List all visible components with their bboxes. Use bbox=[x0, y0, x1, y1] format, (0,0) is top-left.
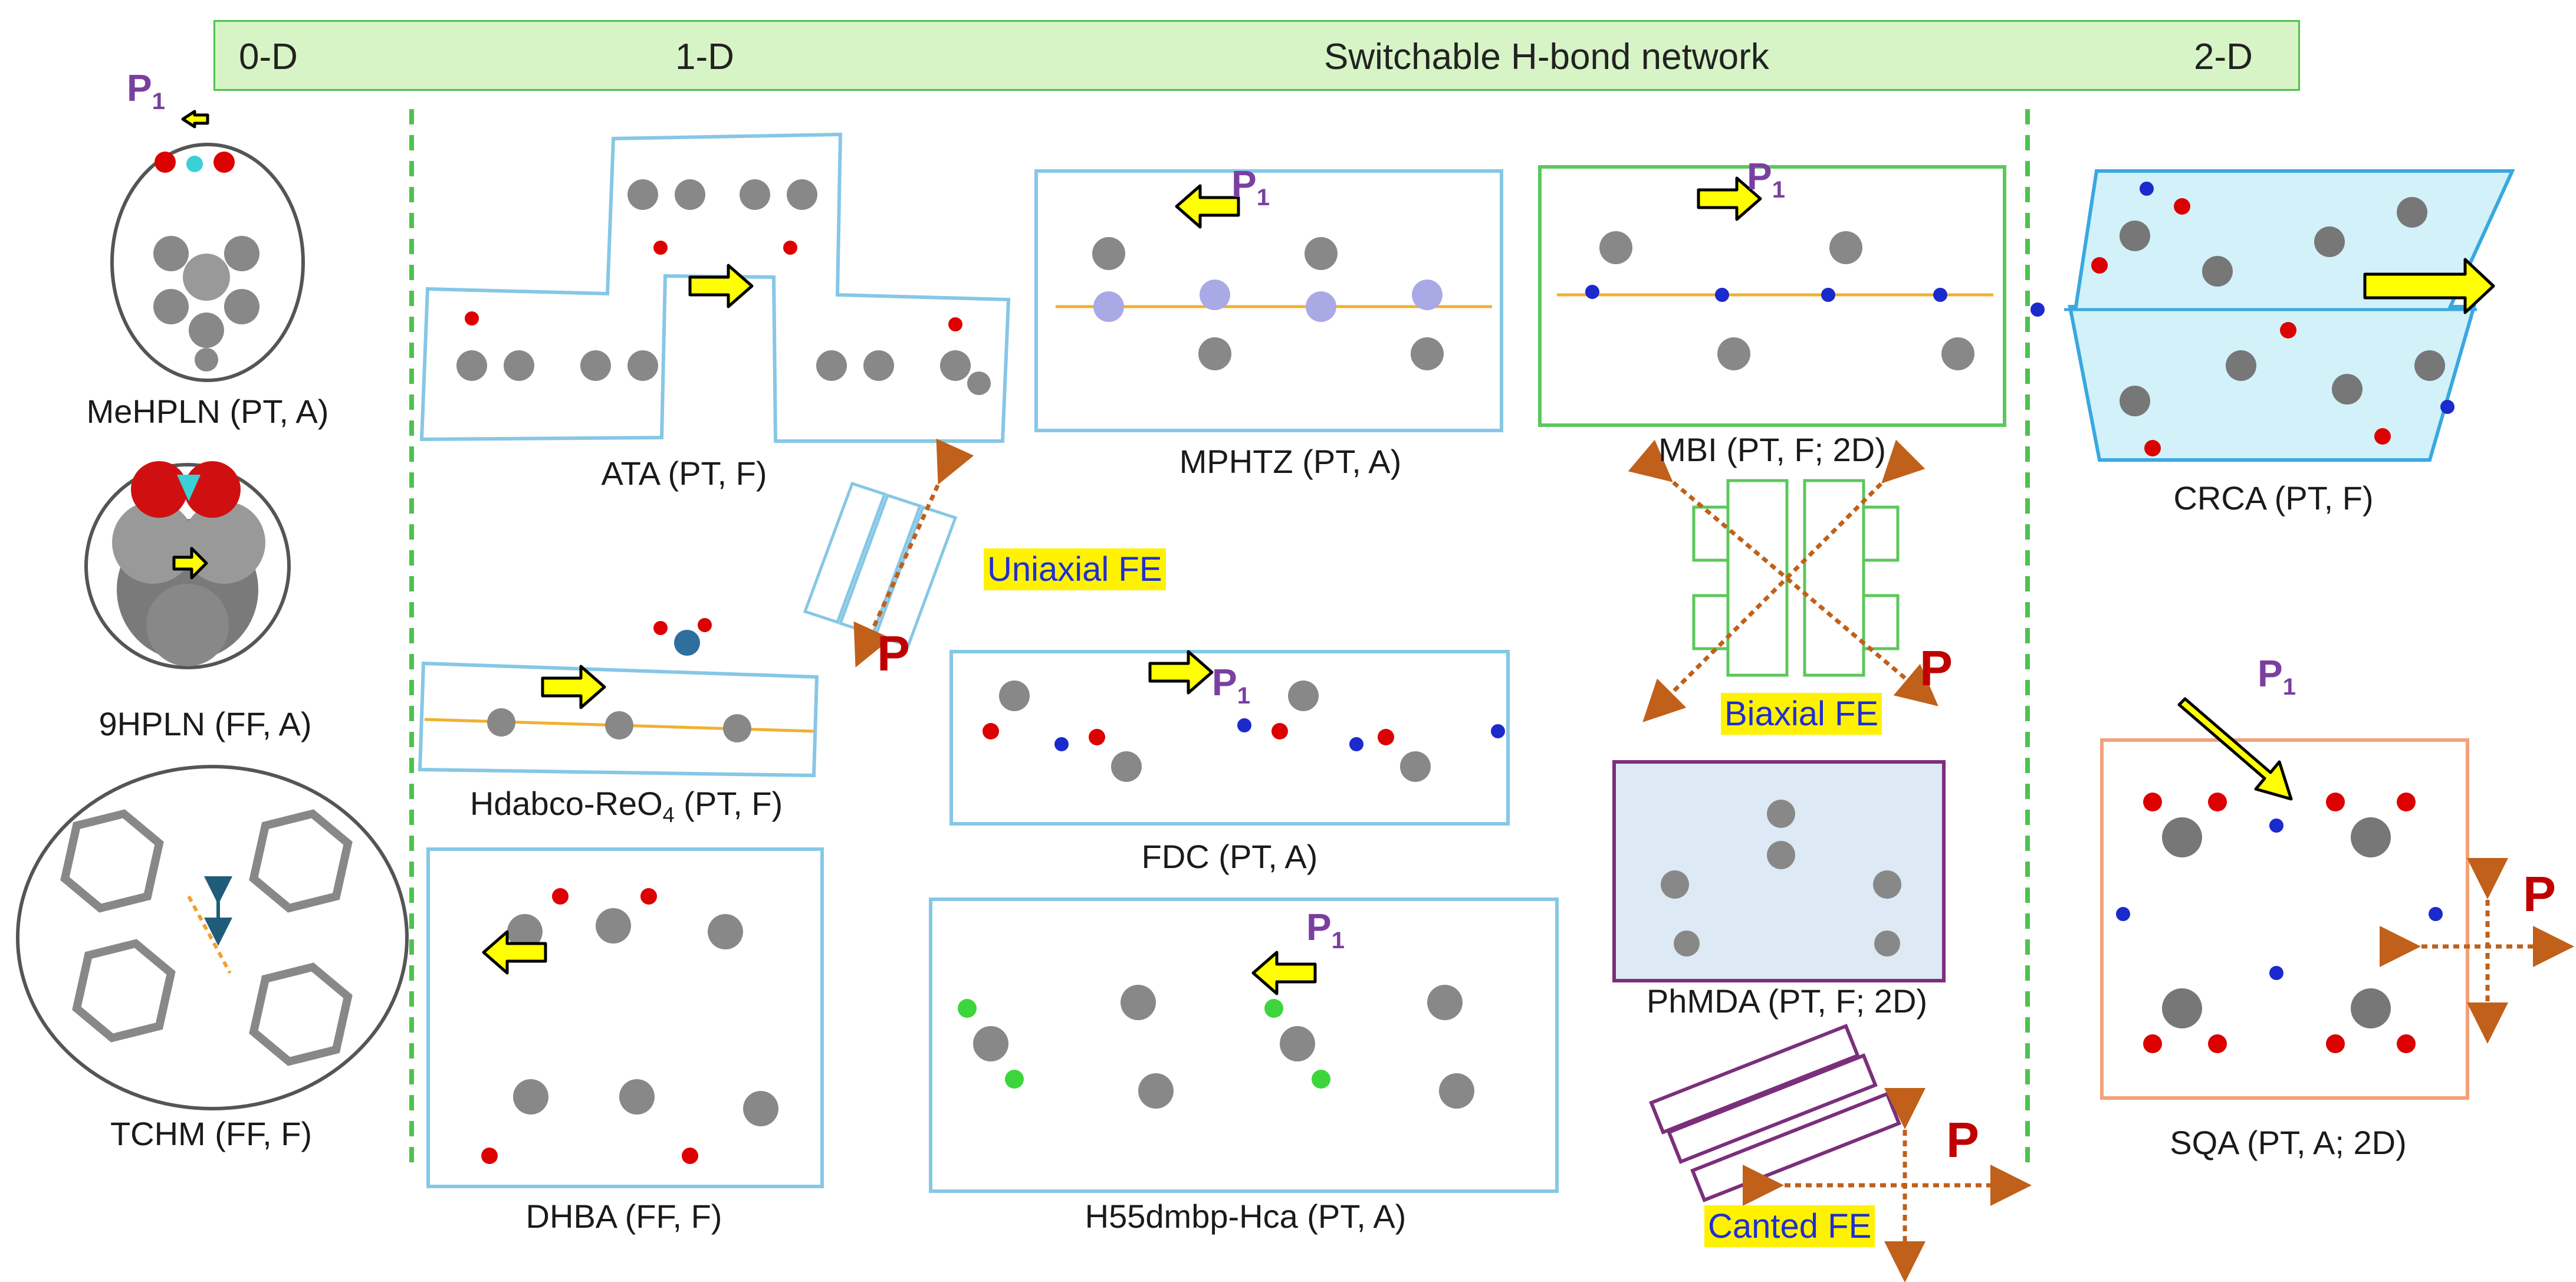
ata-box bbox=[419, 132, 1011, 443]
dimensionality-banner: 0-D 1-D Switchable H-bond network 2-D bbox=[213, 20, 2300, 91]
p-label-biaxial: P bbox=[1920, 640, 1953, 696]
p1-label-fdc: P1 bbox=[1212, 661, 1250, 709]
biaxial-fe-label: Biaxial FE bbox=[1721, 693, 1882, 735]
tchm-molecule bbox=[16, 765, 409, 1110]
label-9hpln: 9HPLN (FF, A) bbox=[98, 705, 312, 742]
sqa-box bbox=[2100, 738, 2469, 1100]
label-phmda: PhMDA (PT, F; 2D) bbox=[1646, 982, 1928, 1020]
label-sqa: SQA (PT, A; 2D) bbox=[2170, 1124, 2407, 1161]
dhba-box bbox=[426, 847, 824, 1188]
arrow-ata bbox=[688, 264, 754, 308]
label-mehpln: MeHPLN (PT, A) bbox=[86, 393, 329, 430]
uniaxial-diagram bbox=[803, 481, 958, 648]
hdabco-box bbox=[418, 618, 819, 778]
arrow-mehpln bbox=[181, 110, 209, 129]
biaxial-axis-1 bbox=[1628, 439, 1938, 706]
label-tchm: TCHM (FF, F) bbox=[110, 1115, 313, 1152]
label-h55: H55dmbp-Hca (PT, A) bbox=[1085, 1198, 1407, 1235]
p-label-sqa: P bbox=[2523, 866, 2557, 922]
arrow-mphtz bbox=[1175, 184, 1240, 229]
arrow-dhba bbox=[482, 930, 547, 975]
mbi-box bbox=[1538, 165, 2006, 427]
phmda-box bbox=[1612, 760, 1946, 982]
banner-1d: 1-D bbox=[675, 37, 734, 77]
banner-2d: 2-D bbox=[2194, 37, 2253, 77]
fdc-box bbox=[949, 650, 1510, 826]
mehpln-molecule bbox=[110, 143, 305, 382]
label-dhba: DHBA (FF, F) bbox=[525, 1198, 722, 1235]
arrow-9hpln bbox=[172, 547, 208, 580]
canted-fe-label: Canted FE bbox=[1704, 1205, 1875, 1247]
biaxial-diagram bbox=[1692, 479, 1900, 677]
label-mphtz: MPHTZ (PT, A) bbox=[1179, 443, 1402, 480]
p1-label-mehpln: P1 bbox=[127, 67, 165, 114]
mphtz-box bbox=[1034, 169, 1503, 432]
crca-box bbox=[2030, 169, 2515, 462]
label-fdc: FDC (PT, A) bbox=[1141, 838, 1318, 875]
label-ata: ATA (PT, F) bbox=[601, 455, 767, 492]
p1-label-mbi: P1 bbox=[1747, 155, 1785, 203]
uniaxial-axis bbox=[853, 438, 974, 668]
polarization-arrows bbox=[172, 110, 2495, 995]
uniaxial-fe-label: Uniaxial FE bbox=[984, 548, 1166, 590]
arrow-mbi bbox=[1697, 176, 1762, 221]
h55-box bbox=[929, 898, 1559, 1193]
arrow-fdc bbox=[1148, 650, 1214, 695]
p-label-uniaxial: P bbox=[877, 626, 911, 681]
arrow-sqa bbox=[2177, 697, 2293, 801]
banner-title: Switchable H-bond network bbox=[1324, 37, 1769, 77]
p1-label-sqa: P1 bbox=[2258, 652, 2296, 700]
canted-diagram bbox=[1649, 1024, 1901, 1202]
label-mbi: MBI (PT, F; 2D) bbox=[1658, 431, 1886, 468]
arrow-hdabco bbox=[541, 665, 606, 709]
label-crca: CRCA (PT, F) bbox=[2173, 479, 2374, 517]
banner-0d: 0-D bbox=[239, 37, 298, 77]
arrow-crca bbox=[2363, 258, 2495, 314]
p-label-canted: P bbox=[1946, 1112, 1980, 1168]
p1-label-h55: P1 bbox=[1306, 906, 1345, 954]
arrow-h55 bbox=[1251, 951, 1317, 995]
biaxial-axis-2 bbox=[1642, 439, 1926, 722]
label-hdabco: Hdabco-ReO4 (PT, F) bbox=[469, 785, 783, 827]
p1-label-mphtz: P1 bbox=[1231, 163, 1270, 211]
